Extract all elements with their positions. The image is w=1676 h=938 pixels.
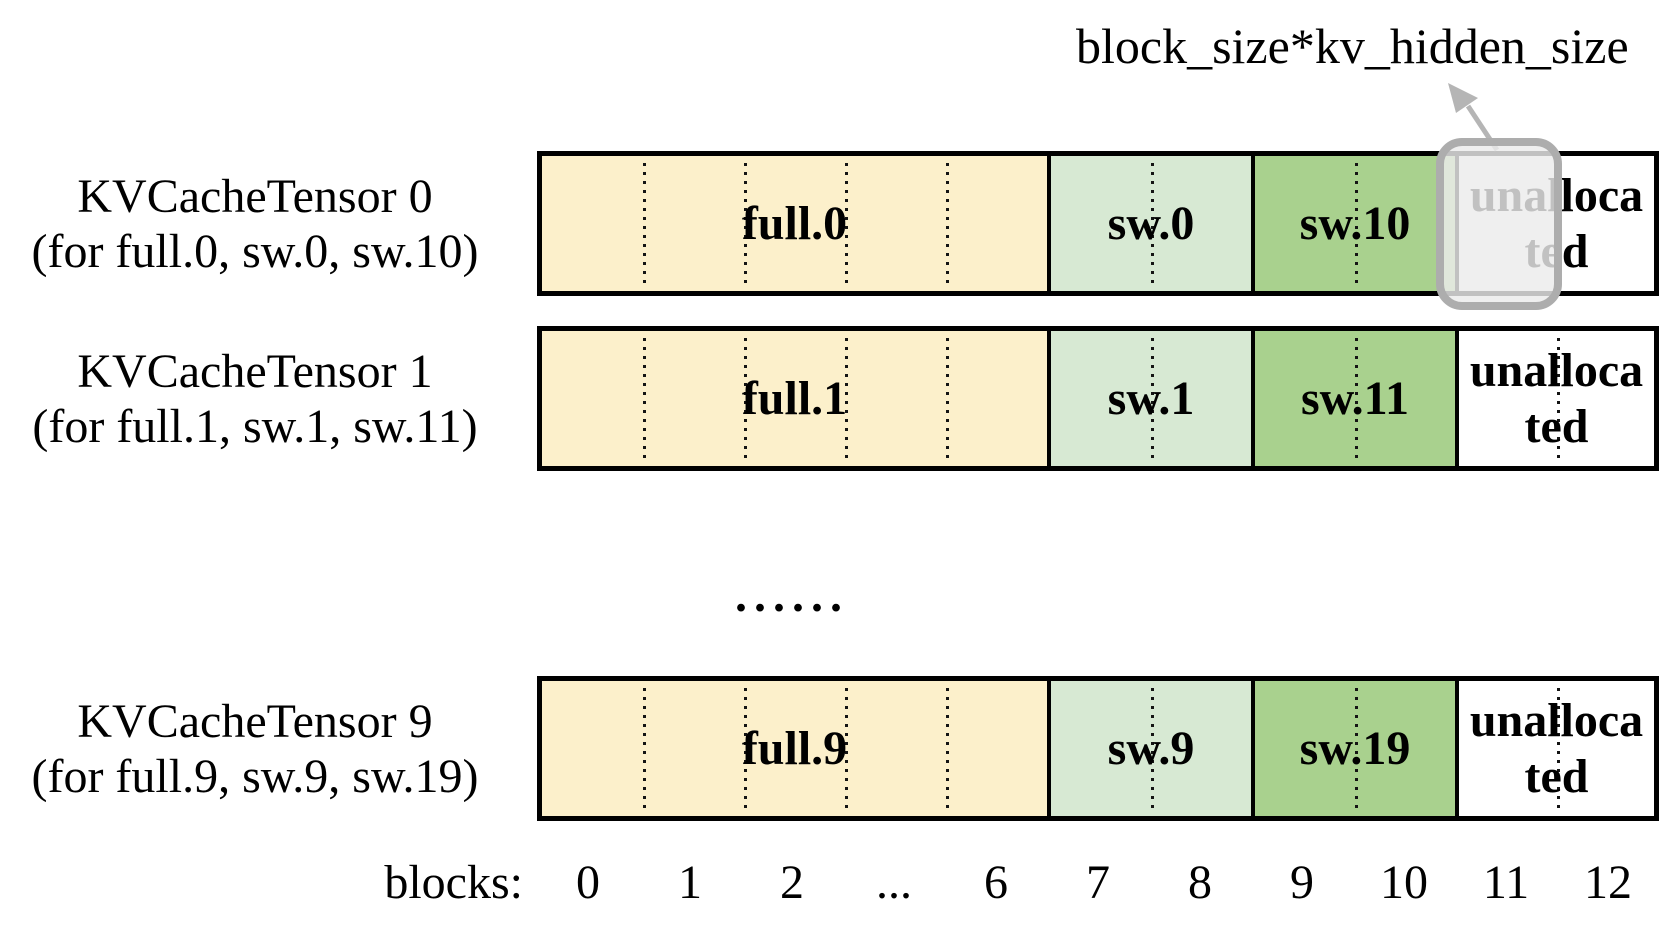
row-subtitle: (for full.0, sw.0, sw.10) (31, 224, 479, 278)
kv-cache-bar-9: full.9 sw.9 sw.19 unallocated (537, 676, 1659, 821)
block-divider (1151, 163, 1154, 284)
sliding-window-segment-low: sw.1 (1047, 331, 1251, 466)
block-index-tick: 12 (1584, 856, 1632, 909)
block-divider (744, 338, 747, 459)
segment-label: full.0 (741, 196, 848, 250)
blocks-axis: 0 1 2 ... 6 7 8 9 10 11 12 (537, 855, 1659, 911)
sliding-window-segment-low: sw.9 (1047, 681, 1251, 816)
block-divider (1556, 688, 1560, 809)
block-index-tick: 6 (984, 856, 1008, 909)
block-index-tick: ... (876, 856, 912, 909)
block-divider (744, 163, 747, 284)
segment-label: sw.0 (1107, 196, 1195, 250)
tensor-row-label-9: KVCacheTensor 9 (for full.9, sw.9, sw.19… (0, 676, 510, 821)
block-divider (845, 163, 848, 284)
block-index-tick: 8 (1188, 856, 1212, 909)
segment-label: unallocated (1469, 693, 1644, 803)
block-index-tick: 10 (1380, 856, 1428, 909)
segment-label: full.1 (741, 371, 848, 425)
unallocated-segment: unallocated (1455, 681, 1654, 816)
block-highlight-box (1436, 138, 1562, 310)
segment-label: sw.1 (1107, 371, 1195, 425)
sliding-window-segment-low: sw.0 (1047, 156, 1251, 291)
block-divider (1355, 338, 1358, 459)
segment-label: sw.11 (1300, 371, 1410, 425)
sliding-window-segment-high: sw.11 (1251, 331, 1455, 466)
row-subtitle: (for full.9, sw.9, sw.19) (31, 749, 479, 803)
sliding-window-segment-high: sw.19 (1251, 681, 1455, 816)
block-divider (1556, 338, 1560, 459)
tensor-row-label-1: KVCacheTensor 1 (for full.1, sw.1, sw.11… (0, 326, 510, 471)
block-divider (643, 688, 646, 809)
block-divider (845, 338, 848, 459)
block-divider (643, 338, 646, 459)
block-index-tick: 1 (678, 856, 702, 909)
block-index-tick: 2 (780, 856, 804, 909)
block-divider (845, 688, 848, 809)
tensor-row-label-0: KVCacheTensor 0 (for full.0, sw.0, sw.10… (0, 151, 510, 296)
block-index-tick: 9 (1290, 856, 1314, 909)
segment-label: full.9 (741, 721, 848, 775)
row-title: KVCacheTensor 0 (77, 169, 433, 223)
segment-label: sw.10 (1299, 196, 1411, 250)
annotation-label: block_size*kv_hidden_size (1076, 18, 1629, 74)
unallocated-segment: unallocated (1455, 331, 1654, 466)
block-divider (946, 688, 949, 809)
block-divider (946, 338, 949, 459)
block-divider (1355, 163, 1358, 284)
block-index-tick: 7 (1086, 856, 1110, 909)
sliding-window-segment-high: sw.10 (1251, 156, 1455, 291)
row-subtitle: (for full.1, sw.1, sw.11) (32, 399, 478, 453)
block-index-tick: 11 (1482, 856, 1530, 909)
segment-label: sw.19 (1299, 721, 1411, 775)
rows-ellipsis: ...... (735, 569, 849, 622)
block-divider (1151, 688, 1154, 809)
full-attention-segment: full.0 (542, 156, 1047, 291)
blocks-axis-label: blocks: (384, 856, 523, 909)
block-index-tick: 0 (576, 856, 600, 909)
full-attention-segment: full.1 (542, 331, 1047, 466)
block-divider (744, 688, 747, 809)
row-title: KVCacheTensor 1 (77, 344, 433, 398)
segment-label: unallocated (1469, 343, 1644, 453)
row-title: KVCacheTensor 9 (77, 694, 433, 748)
block-divider (643, 163, 646, 284)
segment-label: sw.9 (1107, 721, 1195, 775)
block-divider (1151, 338, 1154, 459)
kv-cache-bar-1: full.1 sw.1 sw.11 unallocated (537, 326, 1659, 471)
block-divider (946, 163, 949, 284)
full-attention-segment: full.9 (542, 681, 1047, 816)
block-divider (1355, 688, 1358, 809)
